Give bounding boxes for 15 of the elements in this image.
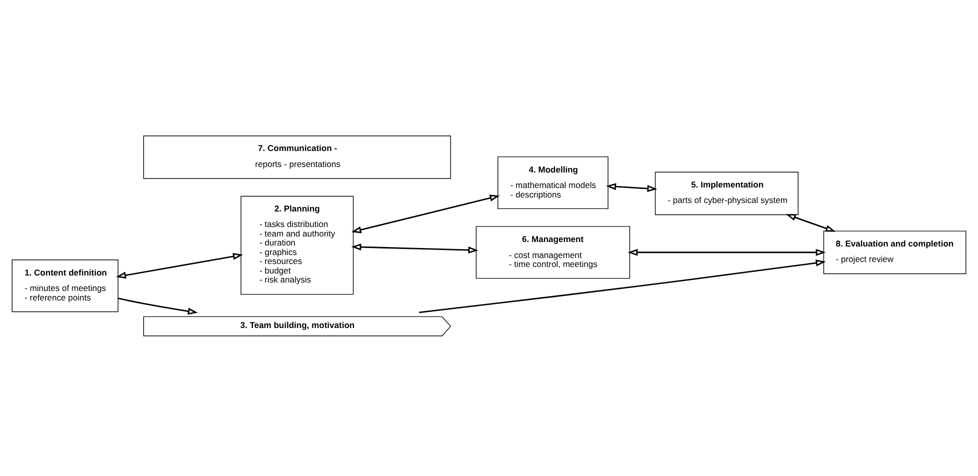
node-box: 4. Modelling - mathematical models - descriptions bbox=[498, 156, 608, 210]
node-box: 6. Management - cost management - time control, meetings bbox=[476, 226, 630, 279]
node-box: 2. Planning - tasks distribution - team and authority - duration - graphics - resources - budget - risk analysis bbox=[240, 196, 354, 295]
arrow bbox=[118, 298, 198, 315]
node-box: 7. Communication - reports - presentations bbox=[143, 136, 451, 179]
arrow bbox=[606, 183, 658, 192]
arrow bbox=[351, 244, 478, 254]
arrow bbox=[786, 214, 836, 232]
node-box: 8. Evaluation and completion - project review bbox=[823, 230, 966, 274]
arrow bbox=[351, 194, 500, 234]
arrow bbox=[116, 252, 243, 279]
arrow bbox=[418, 260, 826, 314]
node-box: 1. Content definition - minutes of meetings - reference points bbox=[12, 260, 118, 312]
node-box: 5. Implementation - parts of cyber-physical system bbox=[654, 172, 798, 216]
arrow bbox=[628, 248, 826, 256]
